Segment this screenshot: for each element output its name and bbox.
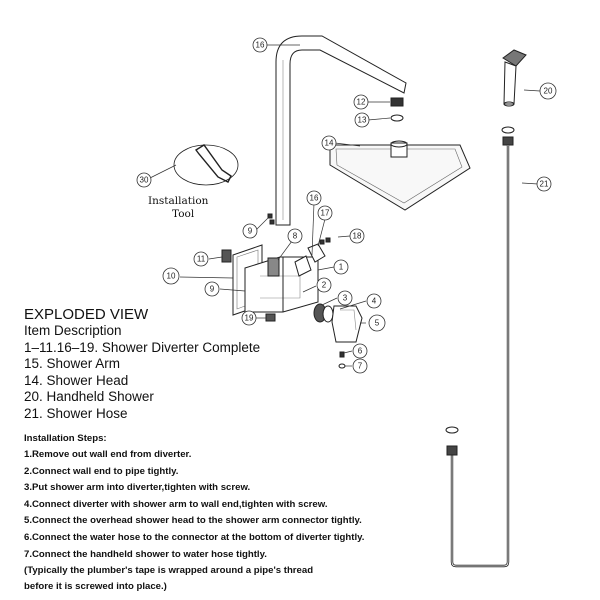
installation-step: 1.Remove out wall end from diverter. xyxy=(24,449,192,460)
shower-head-nut xyxy=(390,97,404,122)
strainer-spring xyxy=(221,249,232,263)
callout-17: 17 xyxy=(321,209,330,218)
callout-11: 11 xyxy=(197,255,206,264)
legend-item: 14. Shower Head xyxy=(24,372,129,388)
callout-7: 7 xyxy=(358,362,363,371)
callout-12: 12 xyxy=(357,98,366,107)
installation-step: 7.Connect the handheld shower to water h… xyxy=(24,548,267,560)
installation-step: 4.Connect diverter with shower arm to wa… xyxy=(24,498,328,510)
callout-5: 5 xyxy=(375,319,380,328)
installation-step: 2.Connect wall end to pipe tightly. xyxy=(24,465,179,477)
callout-13: 13 xyxy=(358,116,367,125)
callout-16-arm: 16 xyxy=(256,41,265,50)
callout-circles xyxy=(136,37,557,374)
installation-step: 3.Put shower arm into diverter,tighten w… xyxy=(24,482,251,494)
legend-item: 1–11.16–19. Shower Diverter Complete xyxy=(24,339,261,355)
legend-item: 15. Shower Arm xyxy=(24,356,121,371)
legend-title: EXPLODED VIEW xyxy=(24,306,149,323)
callout-18: 18 xyxy=(353,232,362,241)
callout-14: 14 xyxy=(325,139,334,148)
callout-1: 1 xyxy=(339,263,344,272)
tool-label-line-2: Tool xyxy=(172,208,195,220)
callout-19: 19 xyxy=(245,314,254,323)
callout-numbers: 16 12 13 14 20 21 30 9 8 16 17 18 11 10 … xyxy=(140,41,553,371)
callout-9-upper: 9 xyxy=(248,227,253,236)
callout-20: 20 xyxy=(544,87,553,96)
legend-item: 21. Shower Hose xyxy=(24,405,128,421)
callout-4: 4 xyxy=(372,297,377,306)
shower-head xyxy=(329,140,471,211)
callout-8: 8 xyxy=(293,232,298,241)
callout-9-lower: 9 xyxy=(210,285,215,294)
callout-leaders xyxy=(149,44,541,367)
installation-heading: Installation Steps: xyxy=(24,433,107,444)
callout-6: 6 xyxy=(358,347,363,356)
small-screws xyxy=(267,213,331,245)
diverter-cartridge xyxy=(313,303,363,343)
legend-item: Item Description xyxy=(24,323,122,338)
tool-label-line-1: Installation xyxy=(148,195,209,207)
callout-30: 30 xyxy=(140,176,149,185)
connector-8 xyxy=(267,257,280,277)
shower-arm xyxy=(275,35,407,226)
legend-item: 20. Handheld Shower xyxy=(24,389,154,404)
callout-2: 2 xyxy=(322,281,327,290)
installation-note: (Typically the plumber's tape is wrapped… xyxy=(24,565,314,577)
installation-step: 5.Connect the overhead shower head to th… xyxy=(24,515,362,527)
item-legend: EXPLODED VIEW Item Description 1–11.16–1… xyxy=(24,306,354,422)
callout-10: 10 xyxy=(167,272,176,281)
callout-3: 3 xyxy=(343,294,348,303)
shower-hose xyxy=(445,126,515,568)
callout-21: 21 xyxy=(540,180,549,189)
installation-steps: Installation Steps: 1.Remove out wall en… xyxy=(24,432,424,595)
installation-note: before it is screwed into place.) xyxy=(24,581,167,593)
handheld-shower xyxy=(502,49,527,107)
callout-16-elbow: 16 xyxy=(310,194,319,203)
allen-key-tool xyxy=(173,144,239,186)
installation-step: 6.Connect the water hose to the connecto… xyxy=(24,531,365,543)
